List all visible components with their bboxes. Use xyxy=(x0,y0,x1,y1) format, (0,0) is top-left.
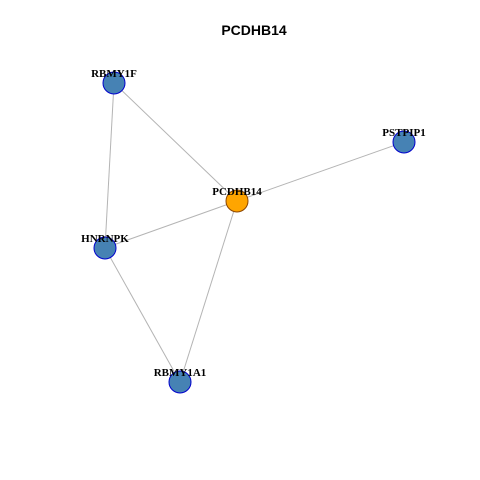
edge-rbmy1a1-pcdhb14 xyxy=(179,200,238,383)
edge-hnrnpk-rbmy1a1 xyxy=(104,247,181,383)
node-label-pcdhb14: PCDHB14 xyxy=(212,186,262,198)
node-label-pstpip1: PSTPIP1 xyxy=(382,127,425,139)
edge-rbmy1f-hnrnpk xyxy=(104,82,115,249)
node-label-rbmy1f: RBMY1F xyxy=(91,68,137,80)
edge-layer xyxy=(104,82,405,383)
node-pstpip1 xyxy=(392,130,416,154)
edge-rbmy1f-pcdhb14 xyxy=(113,82,238,202)
node-rbmy1f xyxy=(102,71,126,95)
node-hnrnpk xyxy=(93,236,117,260)
edge-pstpip1-pcdhb14 xyxy=(236,141,405,202)
node-rbmy1a1 xyxy=(168,370,192,394)
edge-hnrnpk-pcdhb14 xyxy=(104,200,238,249)
diagram-title: PCDHB14 xyxy=(221,22,287,38)
node-label-rbmy1a1: RBMY1A1 xyxy=(154,367,207,379)
node-pcdhb14 xyxy=(225,189,249,213)
node-layer xyxy=(93,71,416,394)
node-label-hnrnpk: HNRNPK xyxy=(81,233,129,245)
